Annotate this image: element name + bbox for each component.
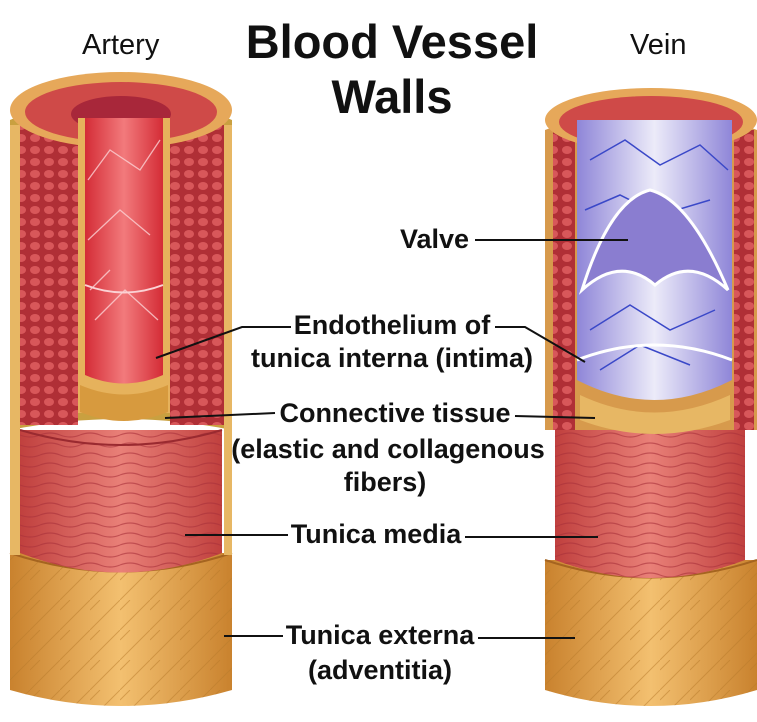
endothelium-label-line-1: Endothelium of — [292, 310, 492, 341]
valve-label: Valve — [400, 224, 469, 255]
connective-label-line-3: fibers) — [295, 467, 475, 498]
title-line-2: Walls — [192, 72, 592, 122]
artery-lumen — [85, 118, 163, 384]
artery-illustration — [10, 72, 232, 706]
connective-label-line-2: (elastic and collagenous — [228, 434, 548, 465]
artery-header: Artery — [82, 29, 159, 61]
vein-header: Vein — [630, 29, 686, 61]
title-line-1: Blood Vessel — [192, 17, 592, 67]
tunica-externa-label-line-1: Tunica externa — [275, 620, 485, 651]
endothelium-label-line-2: tunica interna (intima) — [242, 343, 542, 374]
tunica-media-label: Tunica media — [276, 519, 476, 550]
tunica-externa-label-line-2: (adventitia) — [295, 655, 465, 686]
connective-label-line-1: Connective tissue — [245, 398, 545, 429]
vein-illustration — [545, 88, 757, 706]
